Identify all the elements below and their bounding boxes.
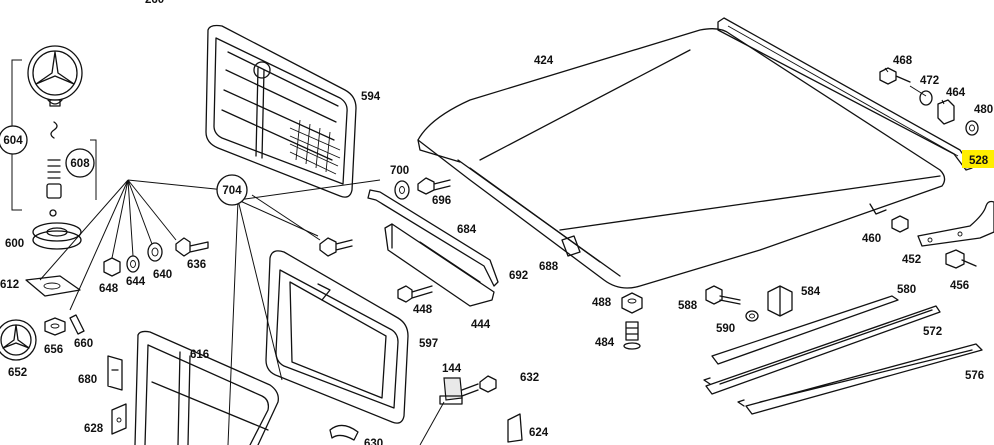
label-484[interactable]: 484 (595, 337, 615, 349)
label-460[interactable]: 460 (862, 233, 881, 245)
label-688[interactable]: 688 (539, 261, 559, 273)
label-448[interactable]: 448 (413, 304, 433, 316)
label-608[interactable]: 608 (70, 158, 90, 170)
emblem-base[interactable] (32, 222, 82, 250)
label-696[interactable]: 696 (432, 195, 451, 207)
highlight-box-528 (962, 150, 994, 168)
label-488[interactable]: 488 (592, 297, 612, 309)
label-692[interactable]: 692 (509, 270, 528, 282)
label-528[interactable]: 528 (969, 155, 989, 167)
label-590[interactable]: 590 (716, 323, 735, 335)
grille-frame-597[interactable] (265, 250, 409, 424)
label-616[interactable]: 616 (190, 349, 209, 361)
label-588[interactable]: 588 (678, 300, 698, 312)
label-660[interactable]: 660 (74, 338, 93, 350)
radiator-grille-594[interactable] (205, 24, 357, 198)
label-576[interactable]: 576 (965, 370, 984, 382)
label-464[interactable]: 464 (946, 87, 966, 99)
label-704[interactable]: 704 (222, 185, 242, 197)
label-260[interactable]: 260 (145, 0, 164, 6)
label-472[interactable]: 472 (920, 75, 939, 87)
label-468[interactable]: 468 (893, 55, 913, 67)
label-580[interactable]: 580 (897, 284, 916, 296)
label-684[interactable]: 684 (457, 224, 477, 236)
grille-shell-616[interactable] (134, 330, 279, 445)
label-597[interactable]: 597 (419, 338, 438, 350)
grille-star-badge[interactable] (0, 319, 37, 361)
label-612[interactable]: 612 (0, 279, 19, 291)
label-680[interactable]: 680 (78, 374, 97, 386)
label-700[interactable]: 700 (390, 165, 409, 177)
label-594[interactable]: 594 (361, 91, 381, 103)
label-640[interactable]: 640 (153, 269, 172, 281)
label-604[interactable]: 604 (3, 135, 23, 147)
label-452[interactable]: 452 (902, 254, 921, 266)
label-648[interactable]: 648 (99, 283, 119, 295)
label-572[interactable]: 572 (923, 326, 942, 338)
label-652[interactable]: 652 (8, 367, 27, 379)
label-480[interactable]: 480 (974, 104, 993, 116)
label-600[interactable]: 600 (5, 238, 24, 250)
star-emblem-assembly[interactable] (27, 45, 83, 107)
label-584[interactable]: 584 (801, 286, 821, 298)
label-424[interactable]: 424 (534, 55, 554, 67)
label-632[interactable]: 632 (520, 372, 539, 384)
label-636[interactable]: 636 (187, 259, 206, 271)
label-630[interactable]: 630 (364, 438, 383, 445)
label-644[interactable]: 644 (126, 276, 146, 288)
label-144[interactable]: 144 (442, 363, 462, 375)
label-628[interactable]: 628 (84, 423, 104, 435)
label-456[interactable]: 456 (950, 280, 969, 292)
label-624[interactable]: 624 (529, 427, 549, 439)
label-656[interactable]: 656 (44, 344, 63, 356)
hood-424[interactable] (417, 28, 946, 289)
label-444[interactable]: 444 (471, 319, 491, 331)
highlighted-part-528[interactable]: 528 (962, 150, 994, 168)
